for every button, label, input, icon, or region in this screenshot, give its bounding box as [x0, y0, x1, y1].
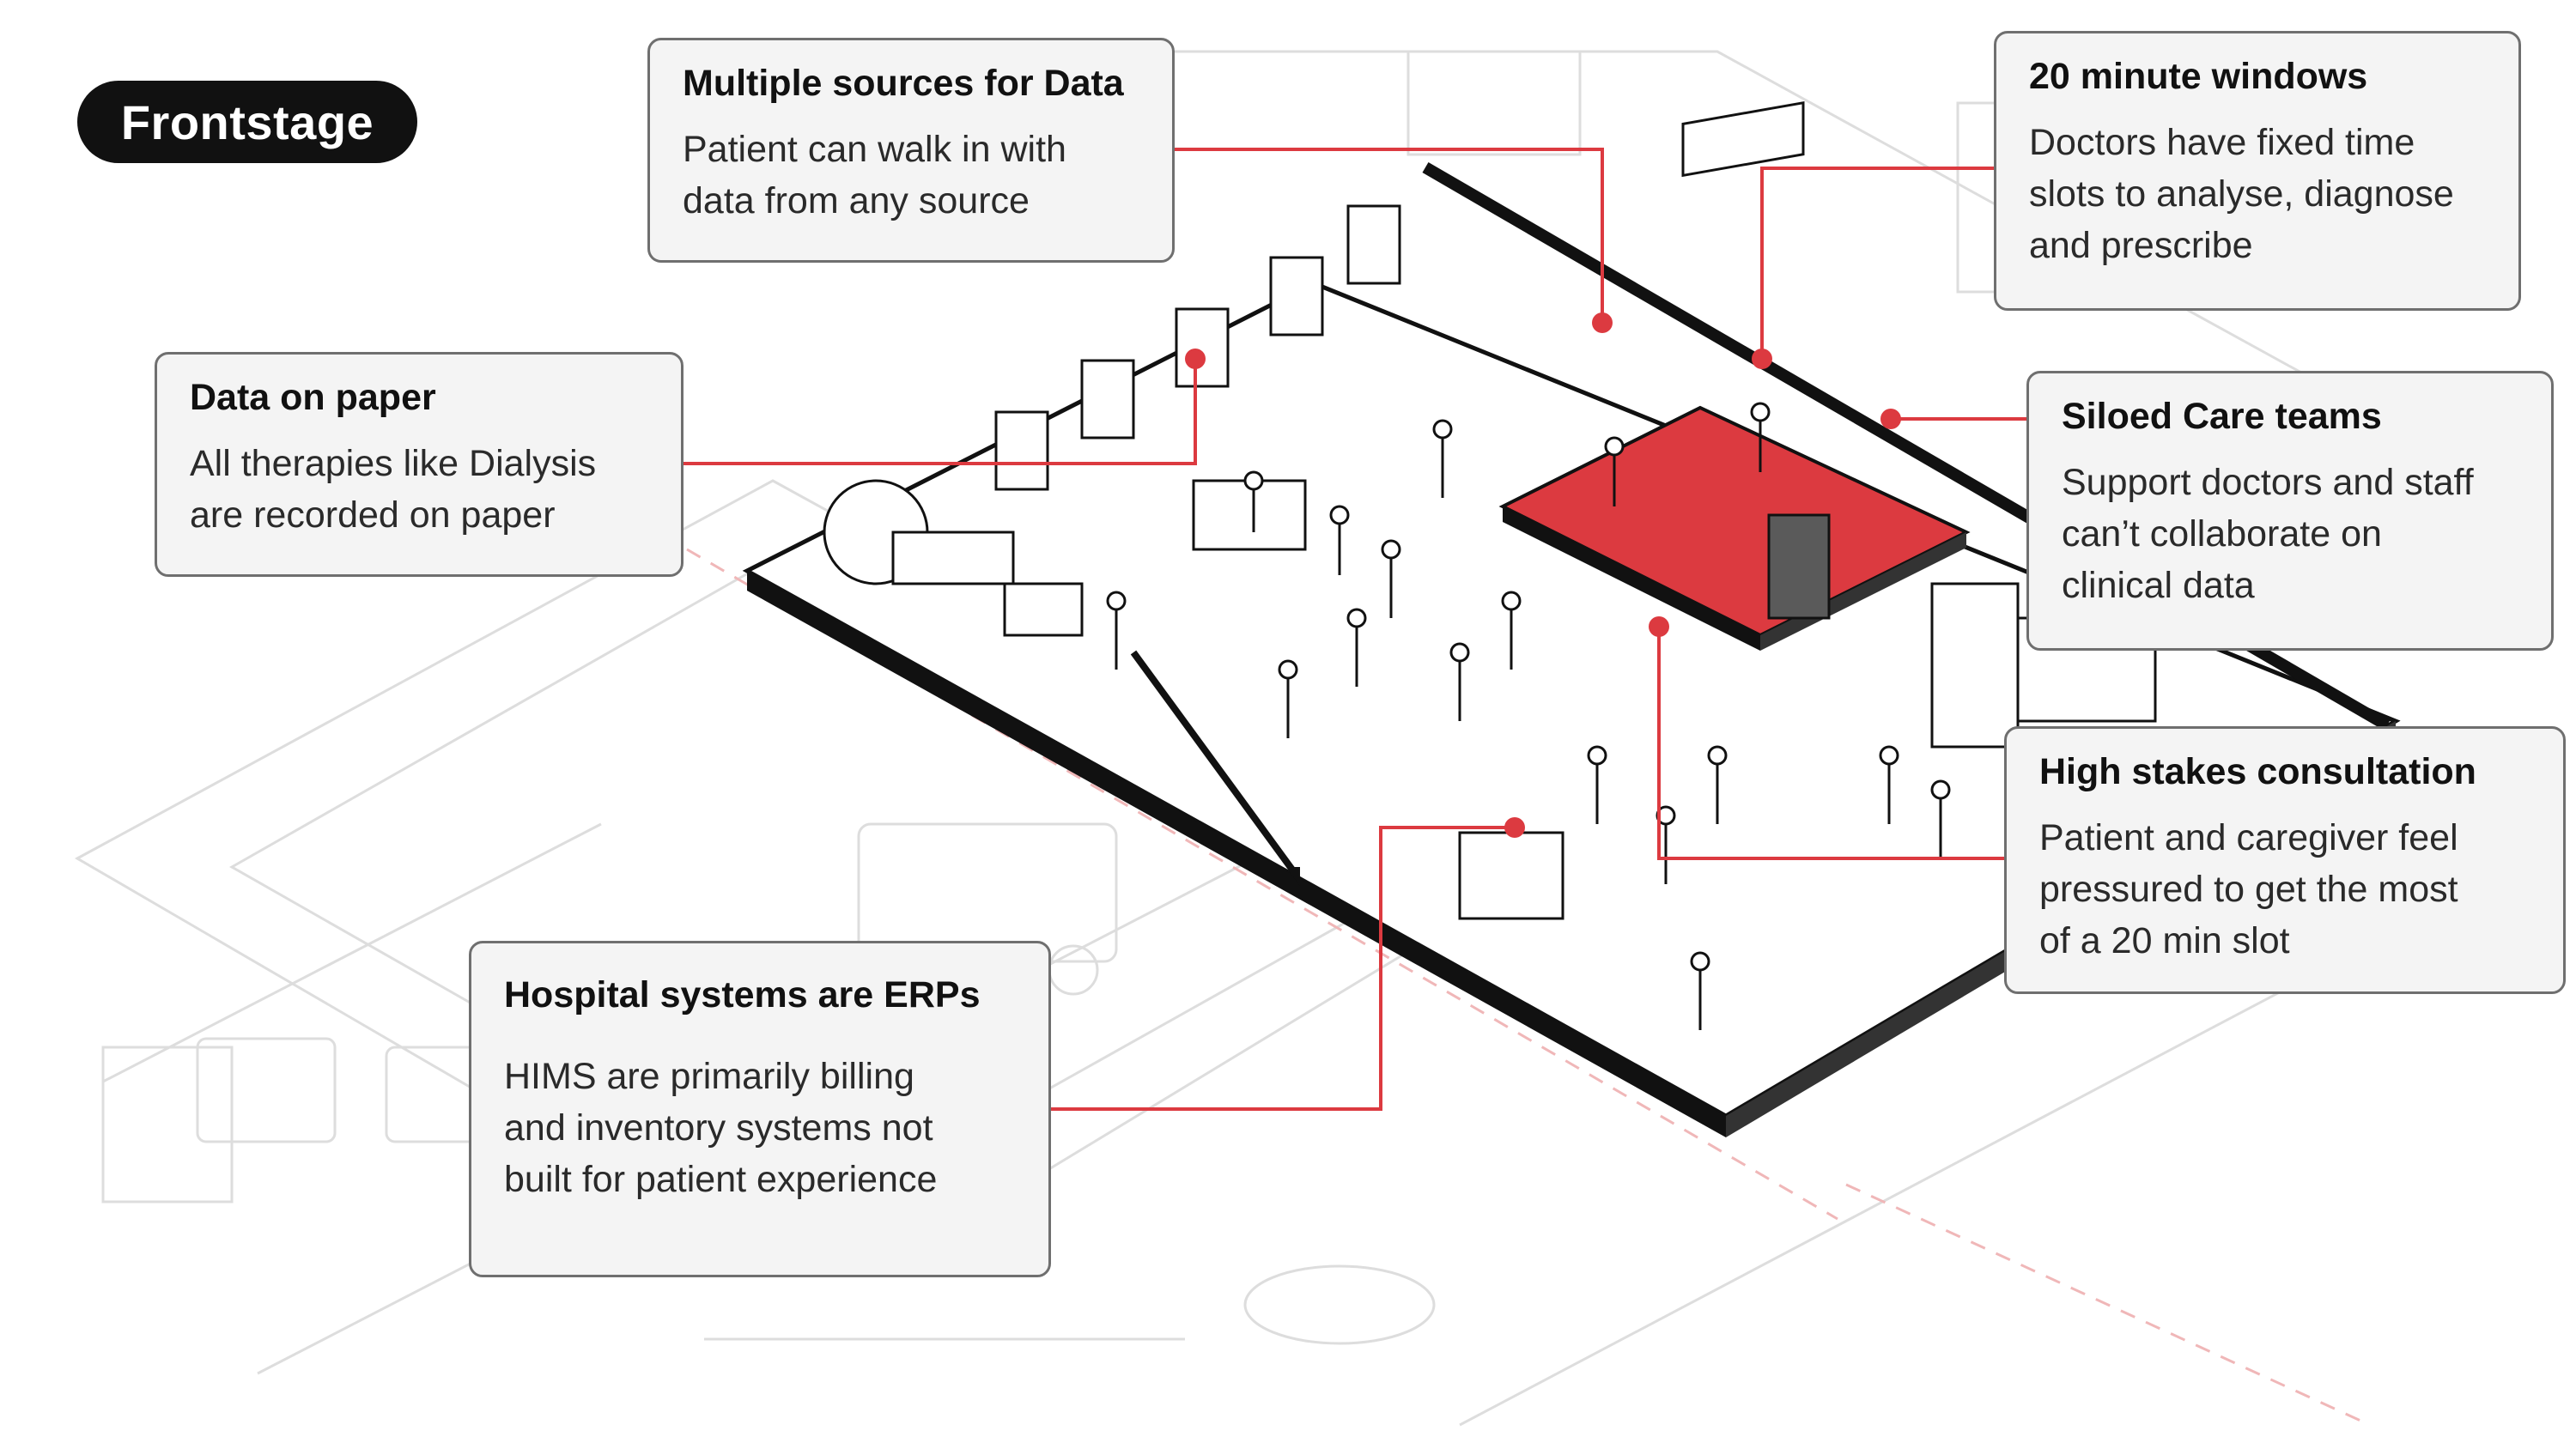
connector-dots [1185, 312, 1901, 838]
callout-body: Patient and caregiver feel pressured to … [2039, 817, 2458, 961]
dialysis-stations [823, 204, 1401, 637]
callout-body: Support doctors and staff can’t collabor… [2062, 462, 2474, 606]
callout-body: Patient can walk in with data from any s… [683, 129, 1066, 221]
frontstage-badge: Frontstage [77, 81, 417, 163]
callout-title: Siloed Care teams [2062, 396, 2382, 437]
callout-multiple-sources: Multiple sources for Data Patient can wa… [647, 38, 1175, 263]
consultation-red-platform [1498, 100, 1971, 651]
crowd-figures [1106, 402, 1951, 1030]
callout-body: Doctors have fixed time slots to analyse… [2029, 122, 2454, 266]
callout-title: Data on paper [190, 377, 436, 418]
callout-title: Multiple sources for Data [683, 63, 1124, 104]
callout-connectors [683, 148, 2028, 1111]
callout-twenty-minute-windows: 20 minute windows Doctors have fixed tim… [1994, 31, 2521, 311]
callout-hospital-systems-erps: Hospital systems are ERPs HIMS are prima… [469, 941, 1051, 1277]
callout-high-stakes-consultation: High stakes consultation Patient and car… [2004, 726, 2566, 994]
callout-title: Hospital systems are ERPs [504, 974, 981, 1016]
callout-data-on-paper: Data on paper All therapies like Dialysi… [155, 352, 683, 577]
callout-body: All therapies like Dialysis are recorded… [190, 443, 597, 536]
callout-body: HIMS are primarily billing and inventory… [504, 1056, 938, 1200]
callout-title: High stakes consultation [2039, 751, 2476, 792]
callout-siloed-care-teams: Siloed Care teams Support doctors and st… [2026, 371, 2554, 651]
callout-title: 20 minute windows [2029, 56, 2368, 97]
